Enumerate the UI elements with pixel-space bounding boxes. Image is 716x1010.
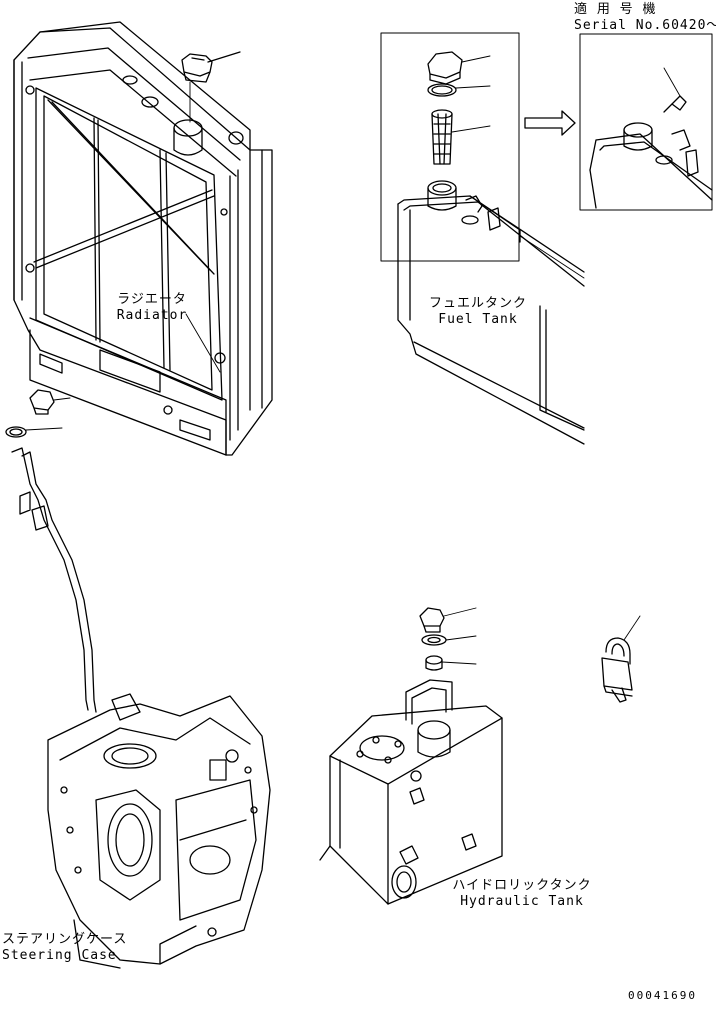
arrow-right-icon — [525, 111, 575, 135]
fuel-cap-icon — [428, 52, 462, 84]
radiator-label-en: Radiator — [116, 308, 188, 323]
hydraulic-tank-assembly — [320, 608, 502, 904]
fuel-tank-label-jp: フュエルタンク — [428, 296, 527, 311]
steering-case — [48, 694, 270, 968]
fuel-tank-assembly — [381, 33, 584, 444]
fuel-tank-label-en: Fuel Tank — [438, 312, 518, 327]
radiator-label-jp: ラジエータ — [117, 292, 187, 307]
steering-case-label-jp: ステアリングケース — [2, 932, 128, 947]
strainer-icon — [432, 110, 452, 164]
radiator-cap-icon — [182, 52, 240, 122]
padlock-icon — [602, 616, 640, 702]
serial-note-en: Serial No.60420～ — [574, 18, 716, 33]
serial-note-jp: 適 用 号 機 — [574, 2, 657, 17]
hydraulic-tank-label-jp: ハイドロリックタンク — [452, 878, 592, 893]
steering-case-label-en: Steering Case — [2, 948, 117, 963]
drawing-number: 00041690 — [628, 989, 697, 1002]
steering-filler — [6, 390, 96, 712]
hydraulic-tank-label-en: Hydraulic Tank — [460, 894, 584, 909]
radiator-assembly — [14, 22, 272, 455]
serial-detail — [580, 34, 712, 210]
